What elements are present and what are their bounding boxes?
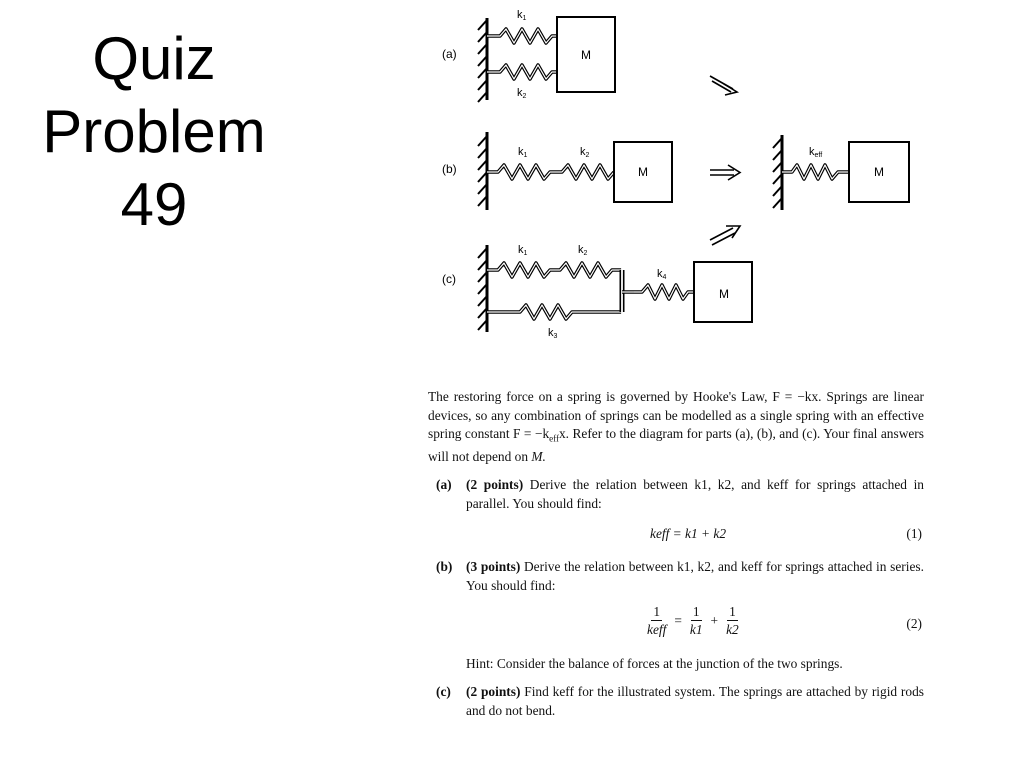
label-k2-a: k2 [517,87,527,100]
spring-diagram: (a) M k1 k2 (b) [442,9,910,340]
label-k3-c: k3 [548,327,558,340]
spring-keff [782,163,849,181]
mass-eff-label: M [874,165,884,179]
spring-k2-a [487,63,557,81]
wall-b [477,132,489,210]
title-line-2: Problem [42,98,266,165]
label-k4-c: k4 [657,268,667,281]
spring-k4-c [634,283,694,301]
mass-c [693,261,753,323]
mass-eff [848,141,910,203]
wall-a [477,18,489,103]
mass-b-label: M [638,165,648,179]
part-c: (c) (2 points) Find keff for the illustr… [436,684,924,718]
mass-b [613,141,673,203]
label-k1-a: k1 [517,9,527,22]
wall-c [477,245,489,332]
arrow-a-to-eff [709,75,740,96]
part-a: (a) (2 points) Derive the relation betwe… [436,477,924,511]
label-keff: keff [809,146,822,159]
spring-k1-k2-b [487,163,616,181]
hint-text: Hint: Consider the balance of forces at … [466,656,843,672]
title-line-3: 49 [120,171,188,238]
wall-eff [772,135,784,210]
label-part-b: (b) [442,162,457,176]
spring-k1-a [487,27,557,45]
intro-paragraph: The restoring force on a spring is gover… [428,389,924,465]
label-part-a: (a) [442,47,457,61]
title-line-1: Quiz [92,25,216,92]
spring-k3-c [487,303,622,321]
spring-k1-k2-c [487,261,622,279]
label-k1-b: k1 [518,146,528,159]
equation-1: keff = k1 + k2 (1) [650,526,922,542]
mass-a [556,16,616,93]
label-part-c: (c) [442,272,456,286]
label-k1-c: k1 [518,244,528,257]
label-k2-b: k2 [580,146,590,159]
label-k2-c: k2 [578,244,588,257]
problem-text: The restoring force on a spring is gover… [428,388,924,720]
rigid-rod-c [619,268,634,314]
part-b: (b) (3 points) Derive the relation betwe… [436,559,924,593]
arrow-b-to-eff [710,164,742,181]
slide-title: Quiz Problem 49 [20,22,288,241]
mass-a-label: M [581,48,591,62]
arrow-c-to-eff [709,225,742,246]
mass-c-label: M [719,287,729,301]
